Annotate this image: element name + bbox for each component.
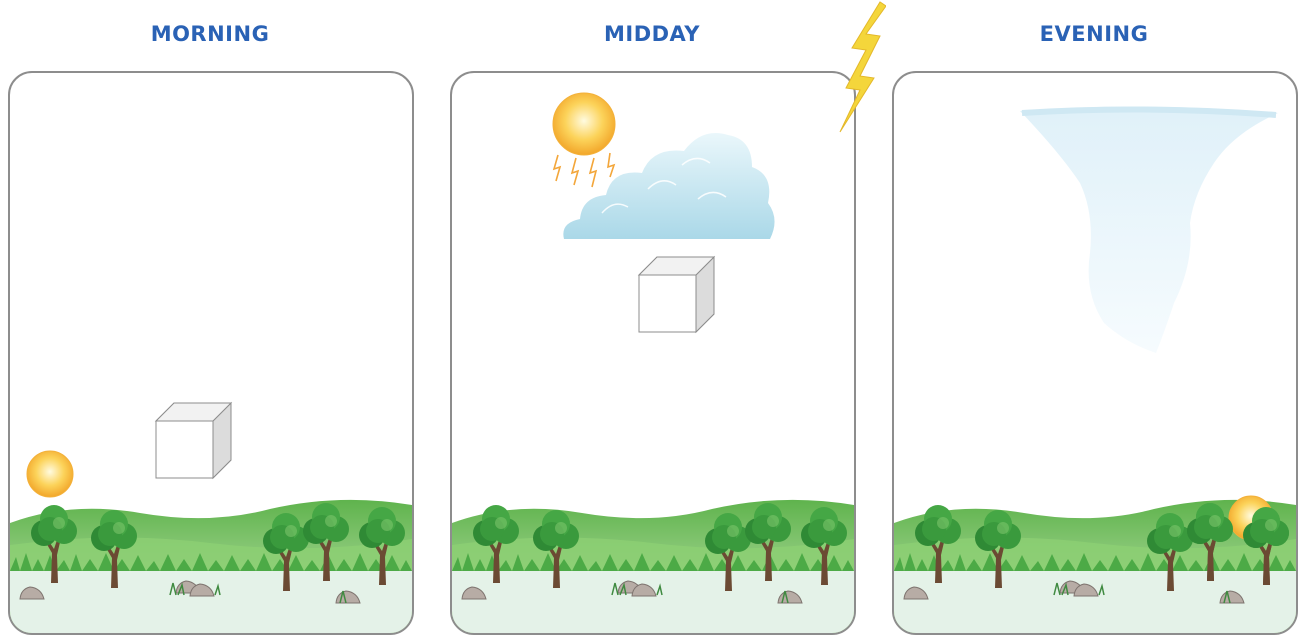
panel-evening (892, 71, 1298, 635)
panel-title-midday: MIDDAY (603, 22, 701, 46)
sun-morning-icon (26, 450, 74, 498)
cloud-icon (563, 133, 775, 239)
panel-title-evening: EVENING (1039, 22, 1149, 46)
landscape-midday (452, 500, 854, 633)
midday-scene (452, 92, 854, 633)
morning-scene (10, 402, 412, 633)
lightning-bolt-icon (839, 1, 886, 133)
tornado-icon (1020, 106, 1278, 353)
evening-scene (894, 106, 1296, 633)
cube-morning (155, 402, 232, 479)
cube-midday (638, 256, 715, 333)
panel-midday (450, 71, 856, 635)
sun-midday-icon (552, 92, 616, 188)
panel-title-morning: MORNING (150, 22, 270, 46)
landscape-morning (10, 500, 412, 633)
panel-morning (8, 71, 414, 635)
